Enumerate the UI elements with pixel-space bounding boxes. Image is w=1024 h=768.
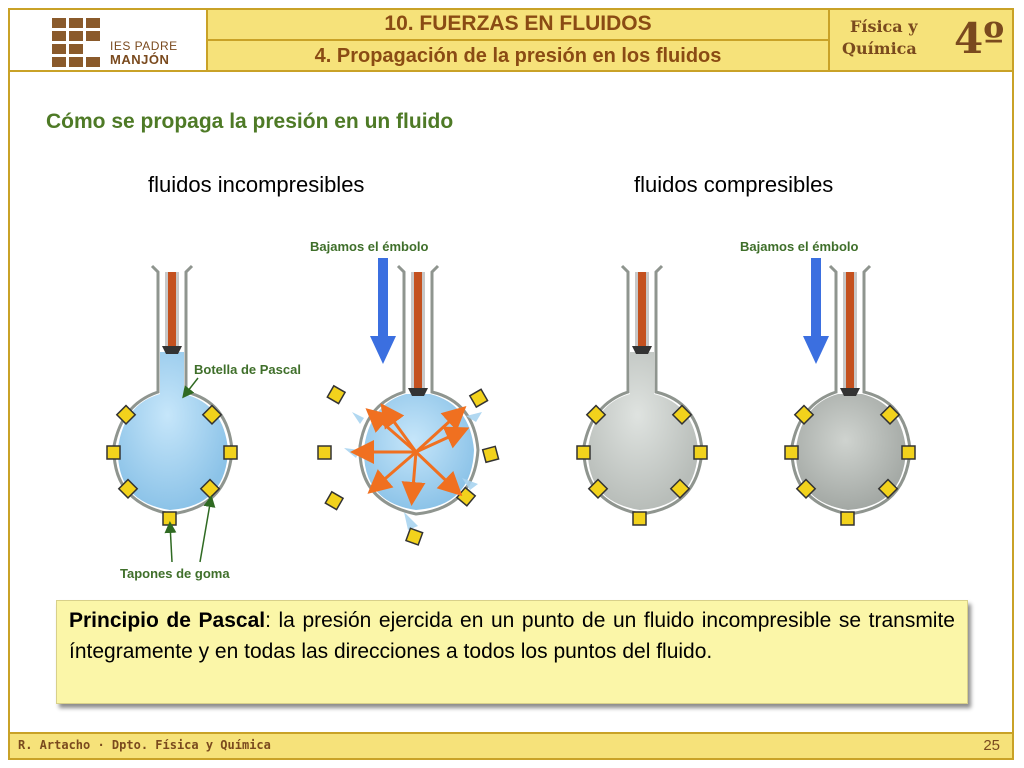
bottle-compressible-pushed — [784, 258, 916, 526]
subject-line2: Química — [842, 39, 917, 58]
push-label-2: Bajamos el émbolo — [740, 239, 859, 254]
unit-title-bar: 10. FUERZAS EN FLUIDOS — [208, 10, 828, 41]
subject-badge: Física y Química 4º — [828, 10, 1012, 72]
bottle-incompressible-rest — [106, 264, 238, 563]
logo-grid-icon — [52, 18, 106, 68]
pascal-principle-term: Principio de Pascal — [69, 609, 266, 632]
section-heading: Cómo se propaga la presión en un fluido — [46, 110, 454, 133]
bottle-incompressible-pushed — [317, 258, 500, 546]
bottle-label: Botella de Pascal — [194, 362, 301, 377]
course-level: 4º — [954, 14, 1005, 63]
pascal-principle-definition: : la presión ejercida en un punto de un … — [69, 609, 955, 663]
footer-author: R. Artacho · Dpto. Física y Química — [18, 738, 271, 752]
pascal-principle-text: Principio de Pascal: la presión ejercida… — [69, 605, 955, 667]
page-number: 25 — [983, 737, 1000, 754]
slide-footer: R. Artacho · Dpto. Física y Química 25 — [10, 732, 1012, 758]
lesson-subtitle-bar: 4. Propagación de la presión en los flui… — [208, 41, 828, 72]
school-logo: IES PADRE MANJÓN — [10, 10, 208, 72]
lesson-subtitle: 4. Propagación de la presión en los flui… — [314, 45, 722, 67]
incompressible-heading: fluidos incompresibles — [148, 172, 365, 197]
push-label-1: Bajamos el émbolo — [310, 239, 429, 254]
compressible-heading: fluidos compresibles — [634, 172, 834, 197]
bottle-compressible-rest — [576, 264, 708, 526]
pascal-principle-box: Principio de Pascal: la presión ejercida… — [56, 600, 968, 704]
logo-text-line2: MANJÓN — [110, 52, 170, 67]
stoppers-label: Tapones de goma — [120, 566, 230, 581]
logo-text-line1: IES PADRE — [110, 39, 178, 53]
unit-title: 10. FUERZAS EN FLUIDOS — [384, 12, 652, 35]
subject-line1: Física y — [850, 17, 918, 36]
